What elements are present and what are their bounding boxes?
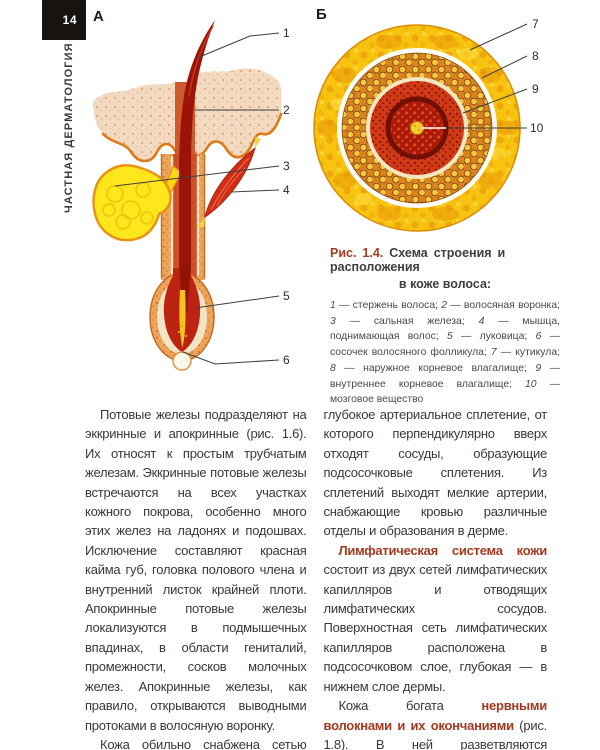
figure-a-leader-lines bbox=[114, 32, 280, 365]
figure-a-letter: А bbox=[93, 8, 104, 25]
legend-item: 7 — кутикула; bbox=[490, 347, 560, 359]
figure-b-label-8: 8 bbox=[532, 49, 539, 63]
paragraph: Потовые железы подразделяют на эккринные… bbox=[85, 407, 307, 733]
text-column-left: Потовые железы подразделяют на эккринные… bbox=[85, 405, 307, 750]
page-number-box: 14 bbox=[42, 0, 86, 40]
legend-item: 1 — стержень волоса; bbox=[330, 300, 442, 311]
legend-item: 8 — наружное корневое влагалище; bbox=[330, 362, 536, 374]
paragraph: Кожа обильно снабжена сетью кровеносных … bbox=[100, 736, 307, 750]
sidebar-chapter-title: ЧАСТНАЯ ДЕРМАТОЛОГИЯ bbox=[63, 42, 75, 213]
hair-shaft-highlight bbox=[188, 25, 214, 97]
caption-title-text: Схема строения и расположения bbox=[330, 246, 506, 274]
body-text: Потовые железы подразделяют на эккринные… bbox=[85, 405, 547, 750]
caption-figure-ref: Рис. 1.4. bbox=[330, 246, 384, 260]
figure-a-label-1: 1 bbox=[283, 26, 290, 40]
figure-hair-longitudinal-section: 1 2 3 4 5 6 bbox=[92, 20, 290, 371]
caption-legend: 1 — стержень волоса; 2 — волосяная ворон… bbox=[330, 298, 560, 408]
text-column-right: глубокое артериальное сплетение, от кото… bbox=[324, 405, 548, 750]
hair-bulb bbox=[149, 264, 215, 371]
figure-b-label-10: 10 bbox=[530, 121, 544, 135]
figure-a-label-3: 3 bbox=[283, 159, 290, 173]
figure-a-label-2: 2 bbox=[283, 103, 290, 117]
legend-item: 2 — волосяная воронка; bbox=[441, 300, 560, 311]
legend-item: 6 — сосочек волосяного фолликула; bbox=[330, 331, 560, 359]
epidermis bbox=[93, 68, 283, 163]
medulla-center bbox=[410, 121, 424, 135]
dermal-papilla-notch bbox=[172, 351, 192, 371]
legend-item: 9 — внутреннее корневое влагалище; bbox=[330, 362, 560, 390]
sebaceous-gland bbox=[92, 164, 182, 242]
figure-b-label-7: 7 bbox=[532, 17, 539, 31]
figure-hair-cross-section: 7 8 9 10 bbox=[313, 17, 544, 232]
figure-b-letter: Б bbox=[316, 6, 327, 23]
figure-a-label-5: 5 bbox=[283, 289, 290, 303]
page-number: 14 bbox=[62, 13, 77, 27]
figure-caption: Рис. 1.4. Схема строения и расположения … bbox=[330, 246, 560, 408]
figure-a-label-6: 6 bbox=[283, 353, 290, 367]
legend-item: 5 — луковица; bbox=[446, 331, 536, 343]
figure-b-label-9: 9 bbox=[532, 82, 539, 96]
arrector-pili-muscle bbox=[197, 137, 261, 227]
paragraph: Кожа богата нервными волокнами и их окон… bbox=[323, 698, 548, 750]
bulb-yellow-core bbox=[179, 290, 186, 349]
legend-item: 3 — сальная железа; bbox=[330, 315, 479, 327]
legend-item: 10 — мозговое вещество bbox=[330, 378, 560, 406]
caption-title-line2: в коже волоса: bbox=[398, 277, 492, 291]
hair-shaft bbox=[179, 20, 215, 266]
paragraph: глубокое артериальное сплетение, от кото… bbox=[323, 407, 548, 539]
paragraph: Лимфатическая система кожи состоит из дв… bbox=[323, 542, 548, 694]
legend-item: 4 — мышца, поднимающая волос; bbox=[330, 315, 560, 343]
figure-a-label-4: 4 bbox=[283, 183, 290, 197]
caption-title-line1: Рис. 1.4. Схема строения и расположения bbox=[330, 246, 560, 274]
figure-b-leader-lines bbox=[422, 23, 528, 129]
